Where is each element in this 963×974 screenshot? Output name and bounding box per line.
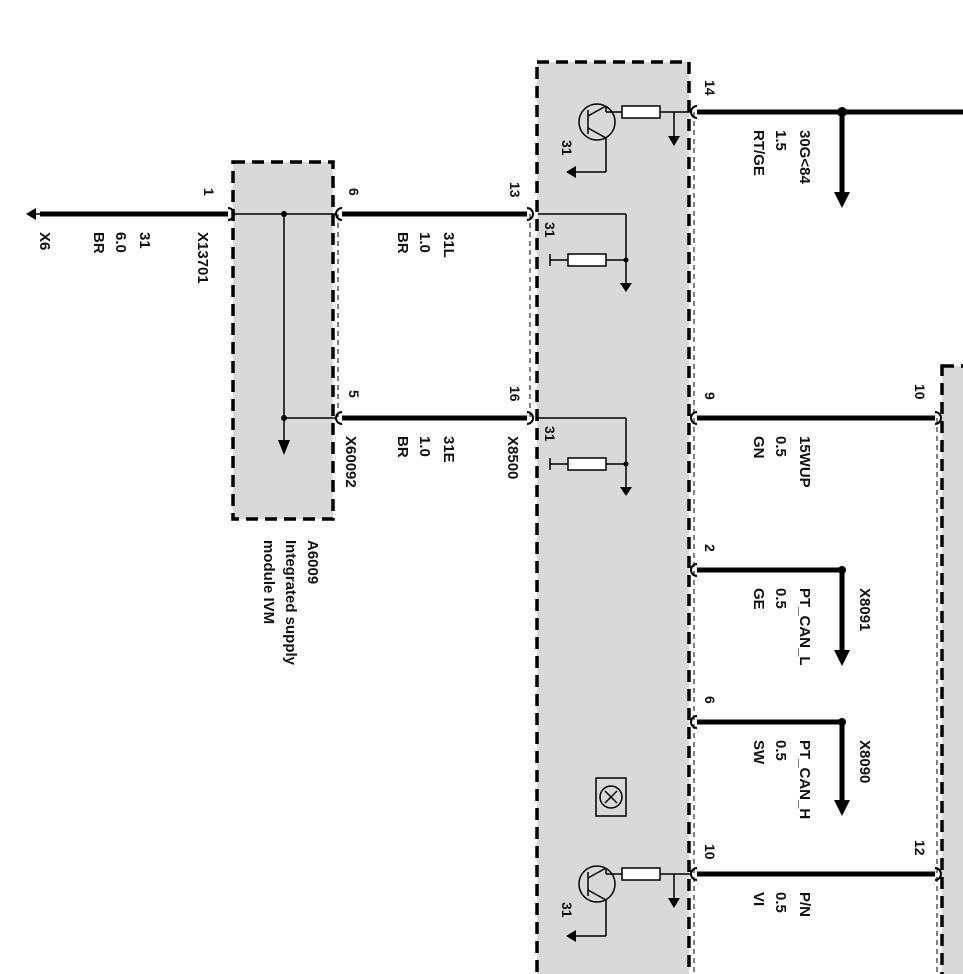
control-unit-symbol	[595, 777, 627, 817]
wire-30g-color: RT/GE	[750, 130, 767, 176]
connector-x8090: X8090	[856, 740, 873, 783]
transistor-10	[566, 865, 690, 942]
continuation-arrows	[834, 112, 850, 816]
pin-1: 1	[201, 188, 217, 196]
transistor-14	[566, 103, 690, 178]
wire-30g-name: 30G<84	[796, 130, 813, 184]
wire-pn-name: P/N	[796, 892, 813, 917]
connector-x13701: X13701	[194, 232, 211, 284]
ground-label-31: 31	[559, 140, 575, 156]
ivm-name-line2: module IVM	[260, 540, 277, 624]
ground-label-31: 31	[542, 426, 558, 442]
cu-resistor-13	[538, 213, 632, 292]
wire-30g-gauge: 1.5	[772, 130, 789, 151]
pin-6b: 6	[702, 696, 718, 704]
wire-pt-can-h-name: PT_CAN_H	[796, 740, 813, 819]
wire-pt-can-l-name: PT_CAN_L	[796, 588, 813, 666]
pin-terminals	[227, 105, 942, 881]
wire-31e-color: BR	[394, 436, 411, 458]
wire-pn-gauge: 0.5	[772, 892, 789, 913]
wire-pt-can-h-color: SW	[750, 740, 767, 765]
wire-31-color: BR	[90, 232, 107, 254]
wire-31l-name: 31L	[440, 232, 457, 258]
pin-2: 2	[702, 544, 718, 552]
wire-pt-can-l-gauge: 0.5	[772, 588, 789, 609]
pin-9: 9	[702, 392, 718, 400]
pin-12: 12	[912, 840, 928, 856]
pin-16: 16	[507, 386, 523, 402]
wire-pn-color: VI	[750, 892, 767, 906]
pin-6a: 6	[346, 188, 362, 196]
pin-5: 5	[346, 390, 362, 398]
wire-15wup-color: GN	[750, 436, 767, 459]
ground-x6-symbol	[26, 208, 42, 220]
pin-10a: 10	[702, 844, 718, 860]
wire-pt-can-h-gauge: 0.5	[772, 740, 789, 761]
wire-pt-can-l-color: GE	[750, 588, 767, 610]
connector-x8500: X8500	[504, 436, 521, 479]
right-module-box	[940, 364, 963, 974]
wire-15wup-name: 15WUP	[796, 436, 813, 488]
pin-14: 14	[702, 80, 718, 96]
connector-x8091: X8091	[856, 588, 873, 631]
control-unit-box	[535, 60, 691, 974]
wire-31e-name: 31E	[440, 436, 457, 463]
wire-15wup-gauge: 0.5	[772, 436, 789, 457]
ground-x6-label: X6	[36, 232, 53, 250]
ivm-module-box	[231, 160, 335, 521]
ivm-internal	[234, 211, 336, 455]
wire-31e-gauge: 1.0	[416, 436, 433, 457]
ivm-name-line1: Integrated supply	[282, 540, 299, 666]
pin-13: 13	[507, 182, 523, 198]
ground-label-31: 31	[542, 222, 558, 238]
wire-31-gauge: 6.0	[112, 232, 129, 253]
wire-31l-gauge: 1.0	[416, 232, 433, 253]
connector-x60092: X60092	[342, 436, 359, 488]
ground-label-31: 31	[559, 902, 575, 918]
wire-31-name: 31	[136, 232, 153, 249]
cu-resistor-16	[538, 417, 632, 496]
pin-10b: 10	[912, 384, 928, 400]
wire-31l-color: BR	[394, 232, 411, 254]
ivm-id: A6009	[304, 540, 321, 584]
